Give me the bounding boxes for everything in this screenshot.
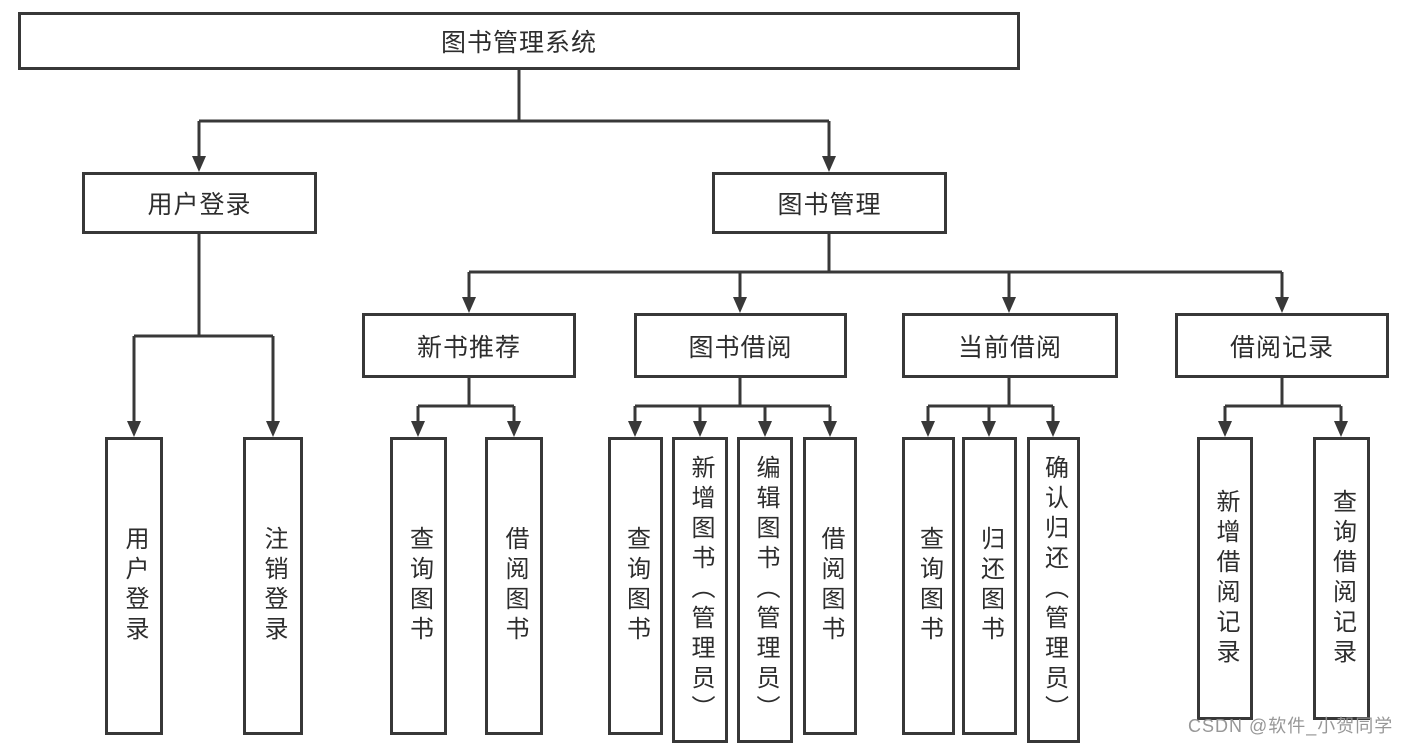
connector-borrow-records <box>1223 378 1343 425</box>
leaf-return-book: 归还图书 <box>962 437 1017 735</box>
leaf-borrow-book-recommend: 借阅图书 <box>485 437 543 735</box>
leaf-query-book-current: 查询图书 <box>902 437 955 735</box>
node-root-system: 图书管理系统 <box>18 12 1020 70</box>
node-book-borrowing: 图书借阅 <box>634 313 847 378</box>
leaf-borrow-book: 借阅图书 <box>803 437 857 735</box>
leaf-edit-book-admin: 编辑图书（管理员） <box>737 437 793 743</box>
connector-user-login <box>132 234 275 425</box>
leaf-query-book-recommend: 查询图书 <box>390 437 447 735</box>
leaf-add-borrow-record: 新增借阅记录 <box>1197 437 1253 720</box>
node-book-management: 图书管理 <box>712 172 947 234</box>
csdn-watermark: CSDN @软件_小贺同学 <box>1188 716 1394 736</box>
connector-new-book <box>416 378 516 425</box>
leaf-logout: 注销登录 <box>243 437 303 735</box>
node-current-borrowing: 当前借阅 <box>902 313 1118 378</box>
leaf-query-borrow-record: 查询借阅记录 <box>1313 437 1370 720</box>
node-user-login: 用户登录 <box>82 172 317 234</box>
node-borrowing-records: 借阅记录 <box>1175 313 1389 378</box>
leaf-query-book-borrow: 查询图书 <box>608 437 663 735</box>
leaf-confirm-return-admin: 确认归还（管理员） <box>1027 437 1080 743</box>
connector-root <box>197 70 831 160</box>
connector-book-borrow <box>633 378 832 425</box>
leaf-user-login: 用户登录 <box>105 437 163 735</box>
leaf-add-book-admin: 新增图书（管理员） <box>672 437 728 743</box>
connector-current-borrow <box>926 378 1055 425</box>
node-new-book-recommend: 新书推荐 <box>362 313 576 378</box>
connector-book-mgmt <box>467 234 1284 301</box>
